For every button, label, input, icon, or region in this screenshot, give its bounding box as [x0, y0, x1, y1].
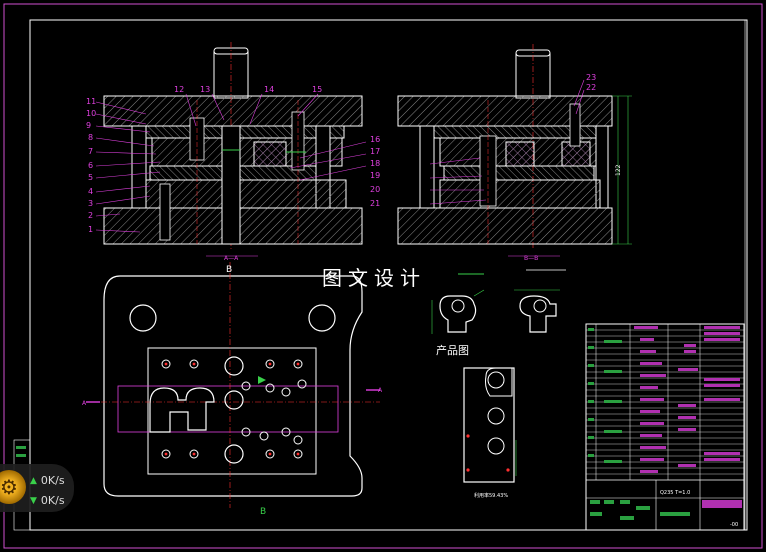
- sheet-number: -00: [730, 522, 738, 528]
- callout-16: 16: [370, 135, 380, 144]
- upload-arrow-icon: ▲: [30, 475, 37, 486]
- callout-20: 20: [370, 185, 380, 194]
- section-label-b: B—B: [524, 255, 538, 262]
- callout-9: 9: [86, 121, 91, 130]
- label-b-bottom: B: [260, 507, 266, 517]
- network-speed-widget[interactable]: ⚙ ▲ 0K/s ▼ 0K/s: [0, 464, 74, 512]
- callout-13: 13: [200, 85, 210, 94]
- callout-19: 19: [370, 171, 380, 180]
- callout-14: 14: [264, 85, 274, 94]
- plan-view: A A B B: [82, 262, 383, 517]
- material-spec: Q235 T=1.0: [660, 490, 690, 496]
- upload-row: ▲ 0K/s: [30, 474, 65, 487]
- strip-utilization: 利用率59.43%: [474, 492, 508, 499]
- upload-speed: 0K/s: [40, 474, 65, 487]
- product-drawing: 产品图: [431, 289, 560, 357]
- section-view-a: 11 10 9 8 7 6 5 4 3 2 1 12 13 14 15 A—A: [86, 42, 367, 262]
- callout-15: 15: [312, 85, 322, 94]
- gear-icon: ⚙: [0, 470, 26, 504]
- download-row: ▼ 0K/s: [30, 494, 65, 507]
- callout-5: 5: [88, 173, 93, 182]
- callout-11: 11: [86, 97, 96, 106]
- callout-4: 4: [88, 187, 93, 196]
- section-label-a: A—A: [224, 255, 239, 262]
- svg-text:122: 122: [615, 164, 622, 176]
- callout-17: 17: [370, 147, 380, 156]
- product-caption: 产品图: [436, 343, 469, 357]
- arrow-a-right: A: [378, 387, 383, 394]
- download-speed: 0K/s: [40, 494, 65, 507]
- callout-12: 12: [174, 85, 184, 94]
- callout-1: 1: [88, 225, 93, 234]
- callout-21: 21: [370, 199, 380, 208]
- download-arrow-icon: ▼: [30, 495, 37, 506]
- watermark-text: 图文设计: [322, 266, 426, 290]
- callout-10: 10: [86, 109, 96, 118]
- callout-3: 3: [88, 199, 93, 208]
- callout-18: 18: [370, 159, 380, 168]
- callout-23: 23: [586, 73, 596, 82]
- label-b-top: B: [226, 265, 232, 275]
- callout-7: 7: [88, 147, 93, 156]
- parts-table: Q235 T=1.0 -00: [585, 323, 745, 531]
- callout-22: 22: [586, 83, 596, 92]
- inner-frame: [29, 19, 748, 531]
- callout-8: 8: [88, 133, 93, 142]
- outer-frame: [3, 3, 763, 549]
- arrow-a-left: A: [82, 400, 87, 407]
- callout-2: 2: [88, 211, 93, 220]
- callout-6: 6: [88, 161, 93, 170]
- strip-layout: 利用率59.43%: [463, 367, 517, 499]
